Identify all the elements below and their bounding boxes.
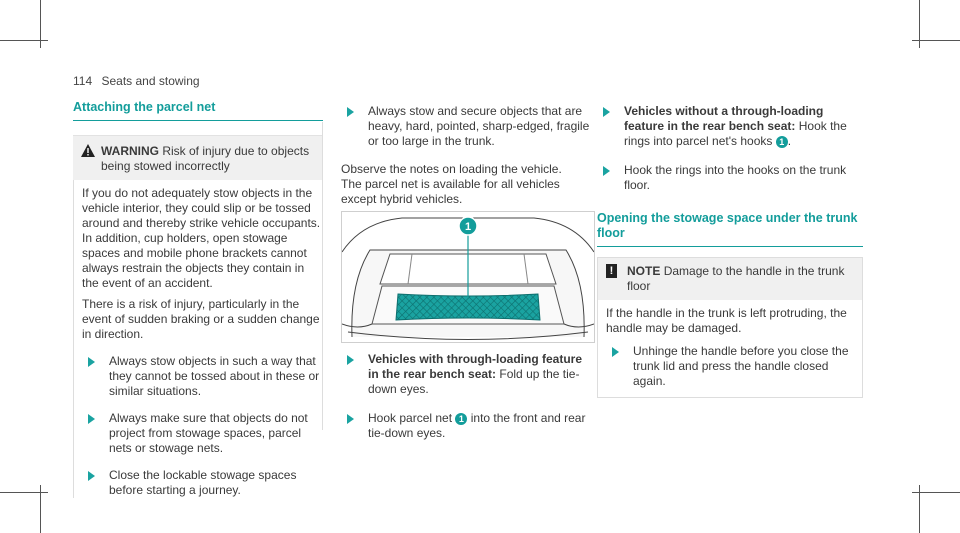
step-text: Close the lockable stowage spaces before… bbox=[109, 468, 297, 497]
step-arrow-icon bbox=[612, 347, 619, 357]
instruction-step: Vehicles without a through-loading featu… bbox=[597, 104, 863, 149]
step-arrow-icon bbox=[88, 471, 95, 481]
section-heading: Attaching the parcel net bbox=[73, 100, 323, 121]
section-heading: Opening the stowage space under the trun… bbox=[597, 211, 863, 247]
page-header: 114 Seats and stowing bbox=[73, 74, 200, 88]
instruction-step: Unhinge the handle before you close the … bbox=[606, 344, 854, 389]
step-punctuation: . bbox=[787, 134, 792, 148]
step-text: Always stow and secure objects that are … bbox=[368, 104, 590, 148]
crop-mark bbox=[912, 492, 960, 493]
step-arrow-icon bbox=[88, 357, 95, 367]
step-condition: Vehicles with through-loading feature in… bbox=[368, 352, 583, 381]
note-title: Damage to the handle in the trunk floor bbox=[627, 264, 845, 293]
trunk-figure: 1 bbox=[341, 211, 595, 343]
warning-label: WARNING bbox=[101, 144, 159, 158]
crop-mark bbox=[919, 485, 920, 533]
crop-mark bbox=[912, 40, 960, 41]
warning-triangle-icon bbox=[81, 144, 95, 157]
right-column: Vehicles without a through-loading featu… bbox=[597, 104, 863, 398]
step-text: Hook parcel net 1 into the front and rea… bbox=[368, 411, 593, 441]
crop-mark bbox=[40, 0, 41, 48]
callout-number-badge: 1 bbox=[455, 412, 468, 425]
step-arrow-icon bbox=[347, 355, 354, 365]
step-text: Hook the rings into the hooks on the tru… bbox=[624, 163, 847, 192]
step-text: Unhinge the handle before you close the … bbox=[633, 344, 849, 388]
note-header: ! NOTE Damage to the handle in the trunk… bbox=[598, 258, 862, 300]
middle-column: Always stow and secure objects that are … bbox=[341, 104, 593, 149]
step-arrow-icon bbox=[88, 414, 95, 424]
step-arrow-icon bbox=[347, 414, 354, 424]
warning-paragraph: If you do not adequately stow objects in… bbox=[82, 186, 321, 290]
step-action: into the front and rear tie-down eyes. bbox=[368, 411, 586, 440]
crop-mark bbox=[0, 492, 48, 493]
instruction-step: Always stow and secure objects that are … bbox=[341, 104, 593, 149]
instruction-step: Hook parcel net 1 into the front and rea… bbox=[341, 411, 593, 441]
middle-steps: Vehicles with through-loading feature in… bbox=[341, 352, 593, 441]
instruction-step: Always make sure that objects do not pro… bbox=[82, 411, 323, 456]
crop-mark bbox=[40, 485, 41, 533]
callout-marker bbox=[458, 216, 478, 236]
warning-body: If you do not adequately stow objects in… bbox=[73, 180, 323, 498]
step-action: Hook parcel net bbox=[368, 411, 453, 425]
instruction-step: Hook the rings into the hooks on the tru… bbox=[597, 163, 863, 193]
step-text: Vehicles without a through-loading featu… bbox=[624, 104, 863, 149]
crop-mark bbox=[919, 0, 920, 48]
availability-note: The parcel net is available for all vehi… bbox=[341, 177, 560, 206]
callout-number: 1 bbox=[465, 221, 471, 233]
trunk-illustration: 1 bbox=[341, 216, 595, 340]
note-label: NOTE bbox=[627, 264, 661, 278]
notice-icon: ! bbox=[606, 264, 617, 278]
note-body: If the handle in the trunk is left protr… bbox=[598, 300, 862, 397]
warning-paragraph: There is a risk of injury, particularly … bbox=[82, 297, 320, 341]
note-box: ! NOTE Damage to the handle in the trunk… bbox=[597, 257, 863, 398]
column-divider bbox=[322, 122, 323, 430]
warning-header: WARNING Risk of injury due to objects be… bbox=[73, 135, 323, 180]
section-title: Seats and stowing bbox=[101, 74, 200, 88]
warning-title: Risk of injury due to objects being stow… bbox=[101, 144, 310, 173]
crop-mark bbox=[0, 40, 48, 41]
instruction-step: Close the lockable stowage spaces before… bbox=[82, 468, 323, 498]
step-arrow-icon bbox=[347, 107, 354, 117]
step-text: Always make sure that objects do not pro… bbox=[109, 411, 308, 455]
step-text: Vehicles with through-loading feature in… bbox=[368, 352, 593, 397]
note-paragraph: If the handle in the trunk is left protr… bbox=[606, 306, 847, 335]
step-arrow-icon bbox=[603, 166, 610, 176]
step-action: Hook the rings into parcel net's hooks bbox=[624, 119, 847, 148]
step-text: Always stow objects in such a way that t… bbox=[109, 354, 320, 398]
callout-number-badge: 1 bbox=[775, 135, 788, 148]
observe-note: Observe the notes on loading the vehicle… bbox=[341, 162, 562, 176]
page-number: 114 bbox=[73, 74, 93, 88]
step-condition: Vehicles without a through-loading featu… bbox=[624, 104, 824, 133]
left-column: Attaching the parcel net WARNING Risk of… bbox=[73, 100, 323, 498]
instruction-step: Vehicles with through-loading feature in… bbox=[341, 352, 593, 397]
middle-notes: Observe the notes on loading the vehicle… bbox=[341, 162, 593, 207]
step-arrow-icon bbox=[603, 107, 610, 117]
instruction-step: Always stow objects in such a way that t… bbox=[82, 354, 323, 399]
step-action: Fold up the tie-down eyes. bbox=[368, 367, 580, 396]
